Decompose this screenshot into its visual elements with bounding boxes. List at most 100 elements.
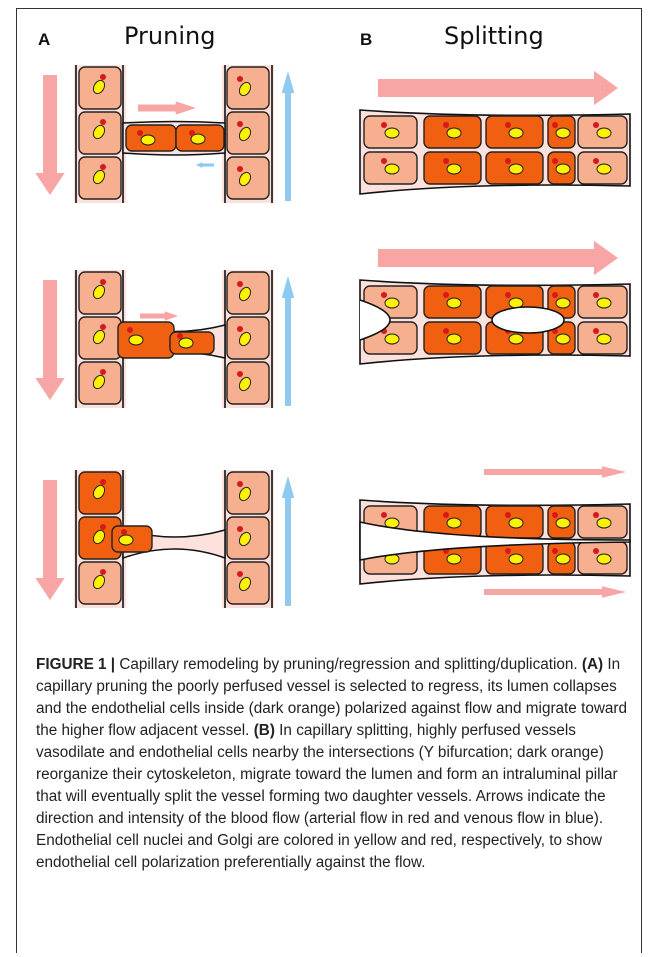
cell-nucleus	[385, 128, 399, 138]
cell-nucleus	[509, 518, 523, 528]
figure-caption: FIGURE 1 | Capillary remodeling by pruni…	[36, 654, 634, 874]
cell-golgi	[443, 292, 449, 298]
cell-golgi	[381, 122, 387, 128]
cell-nucleus	[556, 128, 570, 138]
cell-golgi	[443, 328, 449, 334]
arterial-flow-arrow	[138, 101, 196, 114]
cell-golgi	[237, 166, 243, 172]
arterial-flow-arrow	[484, 586, 626, 597]
cell-nucleus	[129, 335, 143, 345]
cell-golgi	[505, 292, 511, 298]
venous-flow-arrow	[282, 276, 295, 406]
caption-label: FIGURE 1 |	[36, 656, 115, 673]
cell-golgi	[593, 158, 599, 164]
cell-golgi	[100, 164, 106, 170]
cell-nucleus	[597, 128, 611, 138]
caption-text-b: In capillary splitting, highly perfused …	[36, 722, 618, 871]
cell-nucleus	[556, 334, 570, 344]
cell-nucleus	[509, 164, 523, 174]
cell-golgi	[505, 158, 511, 164]
cell-nucleus	[385, 164, 399, 174]
cell-golgi	[593, 548, 599, 554]
cell-golgi	[552, 548, 558, 554]
cell-golgi	[237, 481, 243, 487]
cell-golgi	[137, 130, 143, 136]
cell-nucleus	[447, 164, 461, 174]
cell-golgi	[237, 76, 243, 82]
cell-golgi	[237, 526, 243, 532]
cell-golgi	[237, 371, 243, 377]
cell-nucleus	[447, 298, 461, 308]
cell-nucleus	[597, 334, 611, 344]
cell-nucleus	[556, 518, 570, 528]
cell-golgi	[381, 292, 387, 298]
cell-golgi	[593, 512, 599, 518]
cell-golgi	[237, 326, 243, 332]
arterial-flow-arrow	[484, 466, 626, 477]
cell-golgi	[189, 130, 195, 136]
cell-golgi	[100, 479, 106, 485]
pruning-stage-2	[35, 270, 294, 408]
cell-golgi	[505, 548, 511, 554]
cell-golgi	[552, 158, 558, 164]
cell-nucleus	[509, 334, 523, 344]
endothelial-cell	[118, 322, 174, 358]
cell-nucleus	[509, 554, 523, 564]
cell-nucleus	[179, 338, 193, 348]
cell-nucleus	[597, 164, 611, 174]
cell-golgi	[100, 524, 106, 530]
panel-a-pruning	[35, 65, 294, 608]
cell-nucleus	[119, 535, 133, 545]
cell-golgi	[381, 158, 387, 164]
intraluminal-pillar	[492, 307, 564, 333]
cell-golgi	[505, 512, 511, 518]
cell-nucleus	[556, 554, 570, 564]
capillary-remodeling-illustration	[0, 0, 657, 640]
cell-golgi	[100, 369, 106, 375]
cell-golgi	[177, 333, 183, 339]
caption-ref-b: (B)	[254, 722, 275, 739]
caption-intro: Capillary remodeling by pruning/regressi…	[115, 656, 582, 673]
splitting-stage-1	[360, 71, 630, 194]
cell-nucleus	[447, 334, 461, 344]
venous-flow-arrow	[282, 476, 295, 606]
cell-golgi	[552, 122, 558, 128]
cell-golgi	[552, 512, 558, 518]
cell-golgi	[381, 512, 387, 518]
cell-golgi	[593, 328, 599, 334]
cell-golgi	[237, 281, 243, 287]
arterial-flow-arrow	[378, 241, 618, 275]
arterial-flow-arrow	[378, 71, 618, 105]
cell-golgi	[237, 571, 243, 577]
cell-golgi	[100, 569, 106, 575]
splitting-stage-2	[360, 241, 630, 364]
pruning-stage-1	[35, 65, 294, 203]
cell-nucleus	[447, 554, 461, 564]
cell-golgi	[443, 512, 449, 518]
arterial-flow-arrow	[140, 311, 178, 321]
cell-nucleus	[556, 298, 570, 308]
cell-golgi	[100, 74, 106, 80]
cell-golgi	[443, 158, 449, 164]
cell-nucleus	[141, 135, 155, 145]
arterial-flow-arrow	[35, 280, 64, 400]
cell-golgi	[100, 324, 106, 330]
arterial-flow-arrow	[35, 75, 64, 195]
cell-nucleus	[447, 518, 461, 528]
cell-golgi	[593, 122, 599, 128]
cell-nucleus	[447, 128, 461, 138]
cell-nucleus	[597, 298, 611, 308]
cell-golgi	[443, 122, 449, 128]
pruning-stage-3	[35, 470, 294, 608]
cell-golgi	[121, 529, 127, 535]
cell-golgi	[100, 279, 106, 285]
panel-b-splitting	[360, 71, 630, 598]
cell-golgi	[100, 119, 106, 125]
splitting-stage-3	[360, 466, 630, 597]
cell-golgi	[237, 121, 243, 127]
cell-nucleus	[385, 334, 399, 344]
cell-nucleus	[385, 298, 399, 308]
cell-golgi	[505, 122, 511, 128]
cell-nucleus	[597, 554, 611, 564]
cell-nucleus	[597, 518, 611, 528]
